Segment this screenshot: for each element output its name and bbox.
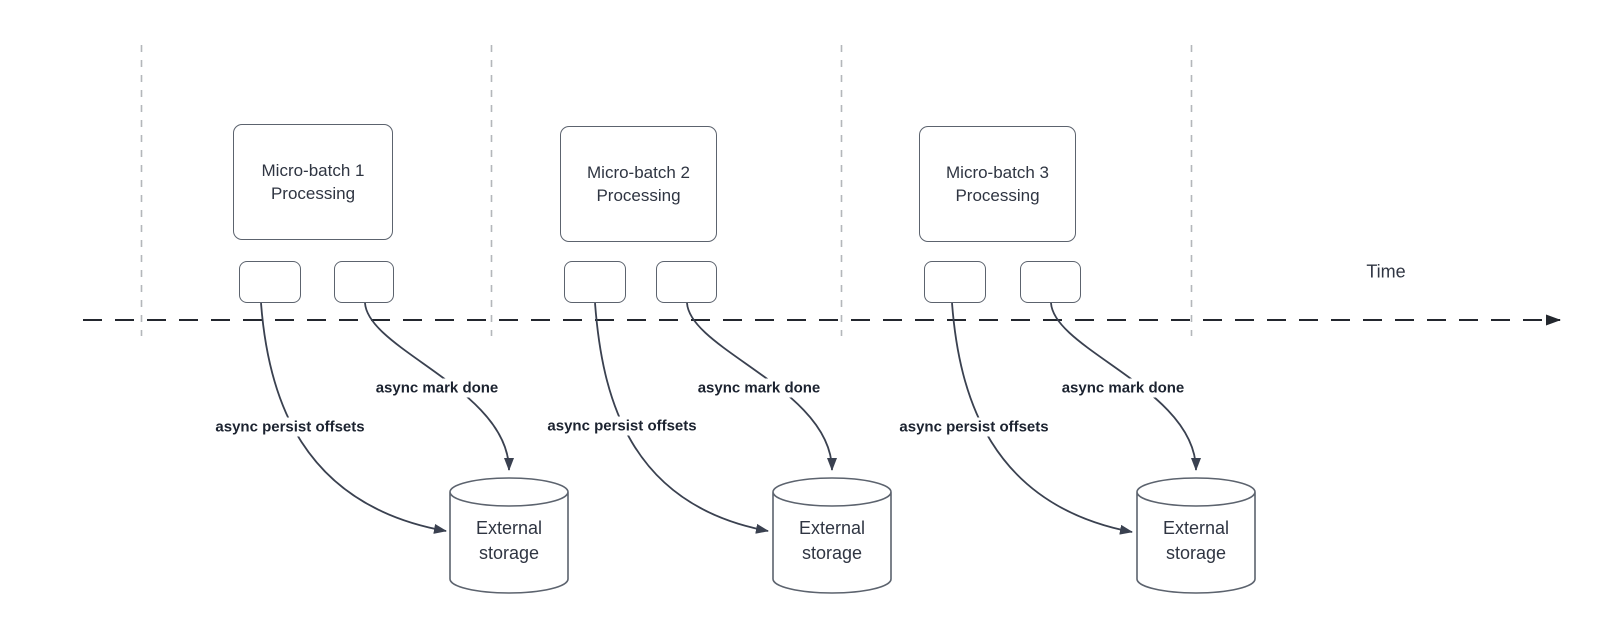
mini-task-box-3-left bbox=[924, 261, 986, 303]
mini-task-box-1-right bbox=[334, 261, 394, 303]
mark-done-label-1: async mark done bbox=[372, 378, 502, 398]
persist-offsets-label-2: async persist offsets bbox=[544, 416, 700, 436]
mark-done-label-2: async mark done bbox=[694, 378, 824, 398]
mini-task-box-2-right bbox=[656, 261, 717, 303]
batch-title: Micro-batch 3 bbox=[946, 163, 1049, 182]
external-storage-cylinder-2 bbox=[772, 477, 892, 594]
batch-subtitle: Processing bbox=[596, 186, 681, 205]
batch-title: Micro-batch 2 bbox=[587, 163, 690, 182]
mini-task-box-1-left bbox=[239, 261, 301, 303]
micro-batch-1-processing-box: Micro-batch 1 Processing bbox=[233, 124, 393, 240]
batch-subtitle: Processing bbox=[270, 184, 356, 203]
batch-subtitle: Processing bbox=[955, 186, 1040, 205]
persist-offsets-arrow-1 bbox=[260, 302, 447, 534]
mark-done-label-3: async mark done bbox=[1058, 378, 1188, 398]
mark-done-arrow-1 bbox=[364, 302, 514, 471]
persist-offsets-arrow-3 bbox=[951, 302, 1133, 535]
external-storage-cylinder-3 bbox=[1136, 477, 1256, 594]
time-axis-label: Time bbox=[1366, 261, 1406, 282]
batch-title: Micro-batch 1 bbox=[261, 161, 365, 180]
mini-task-box-3-right bbox=[1020, 261, 1081, 303]
mark-done-arrow-3 bbox=[1050, 302, 1201, 471]
persist-offsets-arrow-2 bbox=[594, 302, 769, 534]
mini-task-box-2-left bbox=[564, 261, 626, 303]
persist-offsets-label-1: async persist offsets bbox=[212, 417, 368, 437]
persist-offsets-label-3: async persist offsets bbox=[896, 417, 1052, 437]
external-storage-cylinder-1 bbox=[449, 477, 569, 594]
mark-done-arrow-2 bbox=[686, 302, 837, 471]
micro-batch-3-processing-box: Micro-batch 3 Processing bbox=[919, 126, 1076, 242]
micro-batch-2-processing-box: Micro-batch 2 Processing bbox=[560, 126, 717, 242]
